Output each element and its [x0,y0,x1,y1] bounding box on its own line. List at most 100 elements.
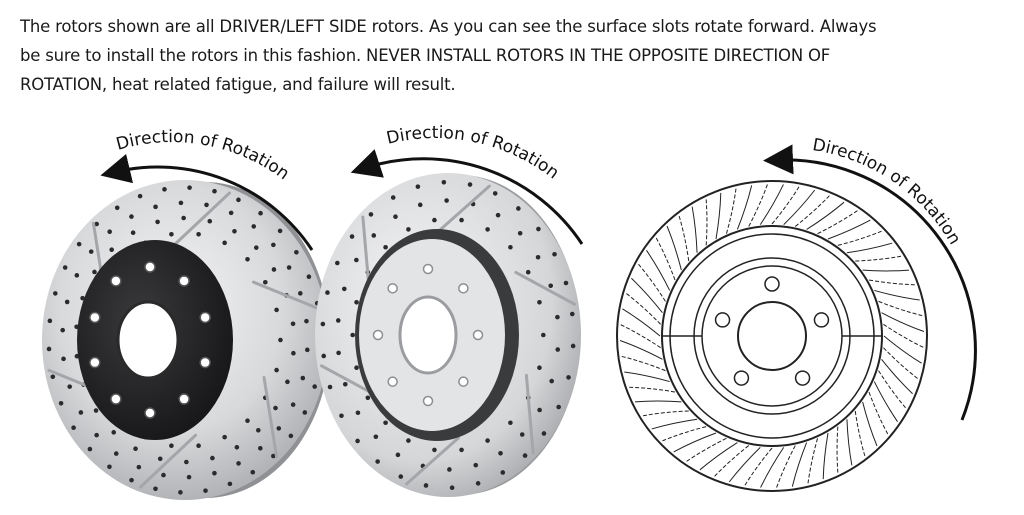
vane-line [620,324,661,349]
drill-hole [288,433,294,439]
drill-hole [390,195,396,200]
bolt-hole [199,311,211,324]
drill-hole [61,356,66,362]
instruction-line-2: be sure to install the rotors in this fa… [20,46,831,65]
drill-hole [563,280,569,286]
surface-slot [524,373,535,455]
drill-hole [302,410,308,415]
drill-hole [107,464,112,470]
vane-line [868,391,889,435]
drill-hole [153,204,158,210]
drill-hole [541,332,546,338]
instruction-paragraph: The rotors shown are all DRIVER/LEFT SID… [20,12,1010,99]
vane-line [744,447,773,486]
drill-hole [570,343,576,349]
drill-hole [184,459,189,465]
drill-hole [536,226,541,232]
vane-line [705,198,708,246]
drill-hole [500,470,506,475]
drill-hole [417,202,423,208]
drill-hole [294,249,299,255]
drill-hole [109,247,114,252]
drill-hole [368,212,374,217]
rotor-3-vanes [619,183,925,489]
drill-hole [60,327,65,333]
vane-line [836,426,839,474]
surface-slot [405,436,460,486]
vane-line [817,210,858,235]
drill-hole [475,481,481,486]
rotor-3-hat-ring [693,257,851,415]
bolt-hole [458,283,469,294]
vane-line [883,347,919,380]
vane-line [806,201,845,230]
drill-hole [555,347,561,352]
surface-slot [262,375,279,459]
drill-hole [320,321,326,327]
drill-hole [94,432,99,438]
drill-hole [162,187,167,192]
drill-hole [342,286,347,292]
drill-hole [467,182,473,187]
vane-line [776,445,796,489]
instruction-line-3: ROTATION, heat related fatigue, and fail… [20,75,456,94]
vane-line [868,279,916,286]
drill-hole [232,228,237,234]
drill-hole [423,483,429,488]
vane-line [873,381,898,422]
vane-line [827,219,871,240]
drill-hole [222,240,227,246]
vane-line [622,308,661,337]
drill-hole [383,244,388,250]
drill-hole [441,179,447,185]
drill-hole [212,188,217,194]
drill-hole [354,365,359,371]
drill-hole [485,438,490,443]
drill-hole [94,221,99,227]
drill-hole [88,249,94,254]
drill-hole [58,401,64,406]
drill-hole [137,193,143,199]
vane-line [699,442,738,471]
drill-hole [335,318,341,323]
bolt-hole [144,407,156,419]
drill-hole [236,197,241,203]
drill-hole [212,470,217,476]
drill-hole [67,384,72,389]
vane-line [661,426,707,442]
drill-hole [196,443,201,449]
drill-hole [133,446,138,452]
rotor-2-center-bore [398,295,458,375]
drill-hole [395,452,401,458]
rotor-2-drill-holes [320,179,576,491]
drill-hole [107,229,112,235]
drill-hole [516,206,521,211]
vane-line [634,400,682,403]
drill-hole [234,445,240,450]
vane-line [807,438,819,484]
vane-line [691,206,698,253]
drill-hole [169,443,174,449]
drill-hole [549,378,554,384]
drill-hole [349,234,355,239]
drill-hole [537,299,542,305]
drill-hole [312,384,317,389]
vane-line [673,432,717,453]
vane-line [791,442,808,487]
drill-hole [74,273,80,278]
drill-hole [327,384,333,390]
drill-hole [136,464,142,470]
drill-hole [271,267,277,272]
vane-line [621,355,666,372]
drill-hole [271,453,276,459]
bolt-hole [372,329,384,341]
drill-hole [290,321,296,327]
drill-hole [178,200,184,206]
rotation-label-3: Direction of Rotation [811,135,964,248]
rotor-3-bolt-holes [714,276,830,386]
drill-hole [339,413,344,419]
drill-hole [537,407,542,413]
drill-hole [277,228,283,234]
drill-hole [273,405,278,411]
vane-line [655,237,676,281]
